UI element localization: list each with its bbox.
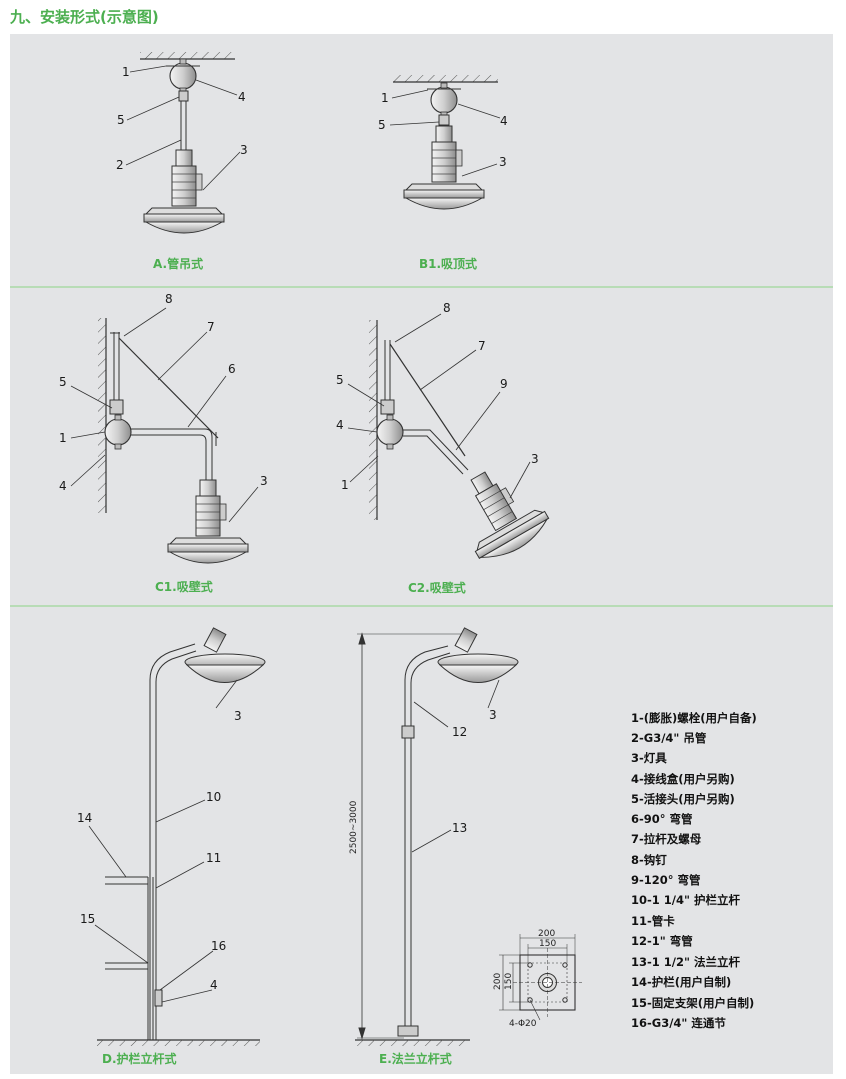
flange-detail [499, 934, 582, 1021]
callout-d-16: 16 [211, 939, 226, 953]
figure-b1-ceiling [389, 75, 501, 210]
callout-c1-7: 7 [207, 320, 215, 334]
callout-a-3: 3 [240, 143, 248, 157]
callout-c2-8: 8 [443, 301, 451, 315]
figure-c2-wall-angled [347, 313, 555, 569]
callout-c2-4: 4 [336, 418, 344, 432]
parts-legend: 1-(膨胀)螺栓(用户自备) 2-G3/4" 吊管 3-灯具 4-接线盒(用户另… [631, 711, 757, 1030]
callout-c1-4: 4 [59, 479, 67, 493]
callout-c2-5: 5 [336, 373, 344, 387]
legend-item: 15-固定支架(用户自制) [631, 996, 754, 1010]
legend-item: 6-90° 弯管 [631, 812, 693, 826]
legend-item: 12-1" 弯管 [631, 934, 693, 948]
callout-c1-8: 8 [165, 292, 173, 306]
callout-c1-3: 3 [260, 474, 268, 488]
legend-item: 11-管卡 [631, 914, 675, 928]
legend-item: 8-钩钉 [631, 853, 667, 867]
figure-d-guardrail-pole [88, 627, 266, 1046]
callout-a-5: 5 [117, 113, 125, 127]
callout-b1-4: 4 [500, 114, 508, 128]
flange-inner-width: 150 [539, 939, 556, 949]
legend-item: 16-G3/4" 连通节 [631, 1016, 726, 1030]
legend-item: 3-灯具 [631, 751, 667, 765]
callout-d-3: 3 [234, 709, 242, 723]
callout-a-4: 4 [238, 90, 246, 104]
caption-d: D.护栏立杆式 [102, 1051, 177, 1066]
callout-a-2: 2 [116, 158, 124, 172]
legend-item: 5-活接头(用户另购) [631, 792, 735, 806]
legend-item: 13-1 1/2" 法兰立杆 [631, 955, 740, 969]
diagram-panel [10, 34, 833, 1074]
caption-a: A.管吊式 [153, 256, 203, 271]
caption-c1: C1.吸壁式 [155, 579, 213, 594]
figure-c1-wall [70, 307, 259, 564]
flange-inner-height: 150 [504, 973, 514, 990]
legend-item: 7-拉杆及螺母 [631, 832, 702, 846]
legend-item: 4-接线盒(用户另购) [631, 772, 735, 786]
caption-c2: C2.吸壁式 [408, 580, 466, 595]
callout-c1-5: 5 [59, 375, 67, 389]
legend-item: 2-G3/4" 吊管 [631, 731, 707, 745]
legend-item: 10-1 1/4" 护栏立杆 [631, 893, 740, 907]
callout-b1-3: 3 [499, 155, 507, 169]
callout-b1-1: 1 [381, 91, 389, 105]
callout-e-13: 13 [452, 821, 467, 835]
callout-d-11: 11 [206, 851, 221, 865]
figure-a-pendant-pipe [125, 52, 241, 234]
callout-e-3: 3 [489, 708, 497, 722]
callout-e-12: 12 [452, 725, 467, 739]
callout-c1-1: 1 [59, 431, 67, 445]
callout-c2-9: 9 [500, 377, 508, 391]
callout-b1-5: 5 [378, 118, 386, 132]
dimension-height: 2500~3000 [349, 800, 359, 854]
figure-e-flange-pole [355, 627, 519, 1046]
callout-c1-6: 6 [228, 362, 236, 376]
flange-outer-height: 200 [493, 973, 503, 990]
callout-d-10: 10 [206, 790, 221, 804]
callout-d-4: 4 [210, 978, 218, 992]
callout-d-15: 15 [80, 912, 95, 926]
legend-item: 9-120° 弯管 [631, 873, 701, 887]
caption-b1: B1.吸顶式 [419, 256, 477, 271]
legend-item: 14-护栏(用户自制) [631, 975, 731, 989]
flange-holes: 4-Φ20 [509, 1019, 537, 1029]
callout-a-1: 1 [122, 65, 130, 79]
caption-e: E.法兰立杆式 [379, 1051, 452, 1066]
callout-c2-1: 1 [341, 478, 349, 492]
flange-outer-width: 200 [538, 929, 555, 939]
callout-c2-7: 7 [478, 339, 486, 353]
callout-c2-3: 3 [531, 452, 539, 466]
callout-d-14: 14 [77, 811, 92, 825]
legend-item: 1-(膨胀)螺栓(用户自备) [631, 711, 757, 725]
page-title: 九、安装形式(示意图) [10, 8, 159, 26]
